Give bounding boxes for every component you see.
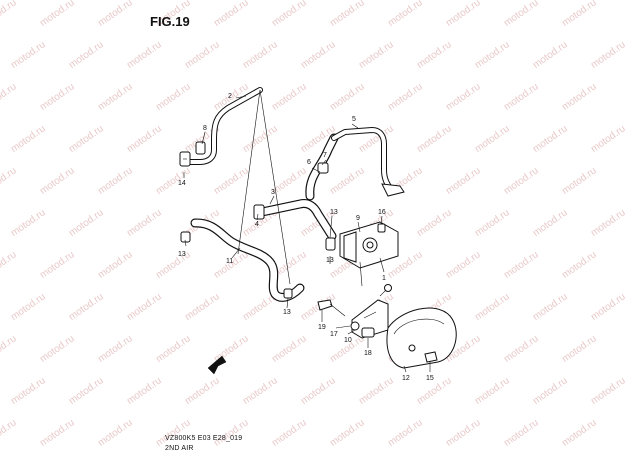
cover-part-12[interactable]	[386, 307, 457, 369]
callout-8: 8	[203, 125, 207, 132]
clamp-part-4[interactable]	[253, 204, 265, 220]
clamp-part-13c[interactable]	[325, 237, 336, 251]
model-code-caption: VZ800K5 E03 E28_019	[165, 435, 243, 442]
callout-18: 18	[364, 350, 372, 357]
callout-3: 3	[271, 189, 275, 196]
callout-19: 17	[330, 331, 338, 338]
callout-11: 11	[226, 258, 233, 265]
callout-13-upper: 13	[330, 209, 338, 216]
callout-labels: 2 8 14 5 6 7 3 4 13 9 16 13 13 11 1 13 1…	[178, 93, 434, 382]
callout-9: 9	[356, 215, 360, 222]
clamp-part-13a[interactable]	[180, 231, 191, 243]
leader-lines	[183, 89, 431, 373]
callout-10: 10	[344, 337, 352, 344]
callout-5: 5	[352, 116, 356, 123]
screw-part-15[interactable]	[424, 351, 438, 363]
clamp-part-13b[interactable]	[283, 288, 293, 299]
front-arrow-icon	[207, 355, 227, 375]
callout-15: 15	[426, 375, 434, 382]
hose-part-11[interactable]	[190, 218, 305, 302]
callout-1: 1	[382, 275, 386, 282]
valve-part-9[interactable]	[339, 221, 399, 287]
hose-part-2[interactable]	[185, 87, 263, 165]
figure-title: FIG.19	[150, 14, 190, 29]
callout-16: 16	[378, 209, 386, 216]
clamp-part-7[interactable]	[317, 162, 329, 174]
callout-13-lower: 13	[283, 309, 291, 316]
grommet-part-18[interactable]	[361, 327, 375, 338]
pipe-part-5[interactable]	[331, 127, 405, 197]
clamp-part-14[interactable]	[179, 151, 191, 167]
bolt-part-16[interactable]	[377, 223, 386, 233]
callout-6: 6	[307, 159, 311, 166]
callout-7: 7	[323, 152, 327, 159]
clip-part-8[interactable]	[195, 141, 206, 155]
callout-4: 4	[255, 221, 259, 228]
callout-13-left: 13	[178, 251, 186, 258]
callout-2: 2	[228, 93, 232, 100]
callout-14: 14	[178, 180, 186, 187]
callout-12: 12	[402, 375, 410, 382]
callout-13-mid: 13	[326, 257, 334, 264]
callout-17: 19	[318, 324, 326, 331]
hose-part-3[interactable]	[257, 199, 337, 241]
bolt-part-1[interactable]	[379, 284, 392, 297]
section-caption: 2ND AIR	[165, 445, 194, 452]
bolt-part-17[interactable]	[317, 299, 346, 317]
washer-part-10[interactable]	[350, 321, 360, 331]
